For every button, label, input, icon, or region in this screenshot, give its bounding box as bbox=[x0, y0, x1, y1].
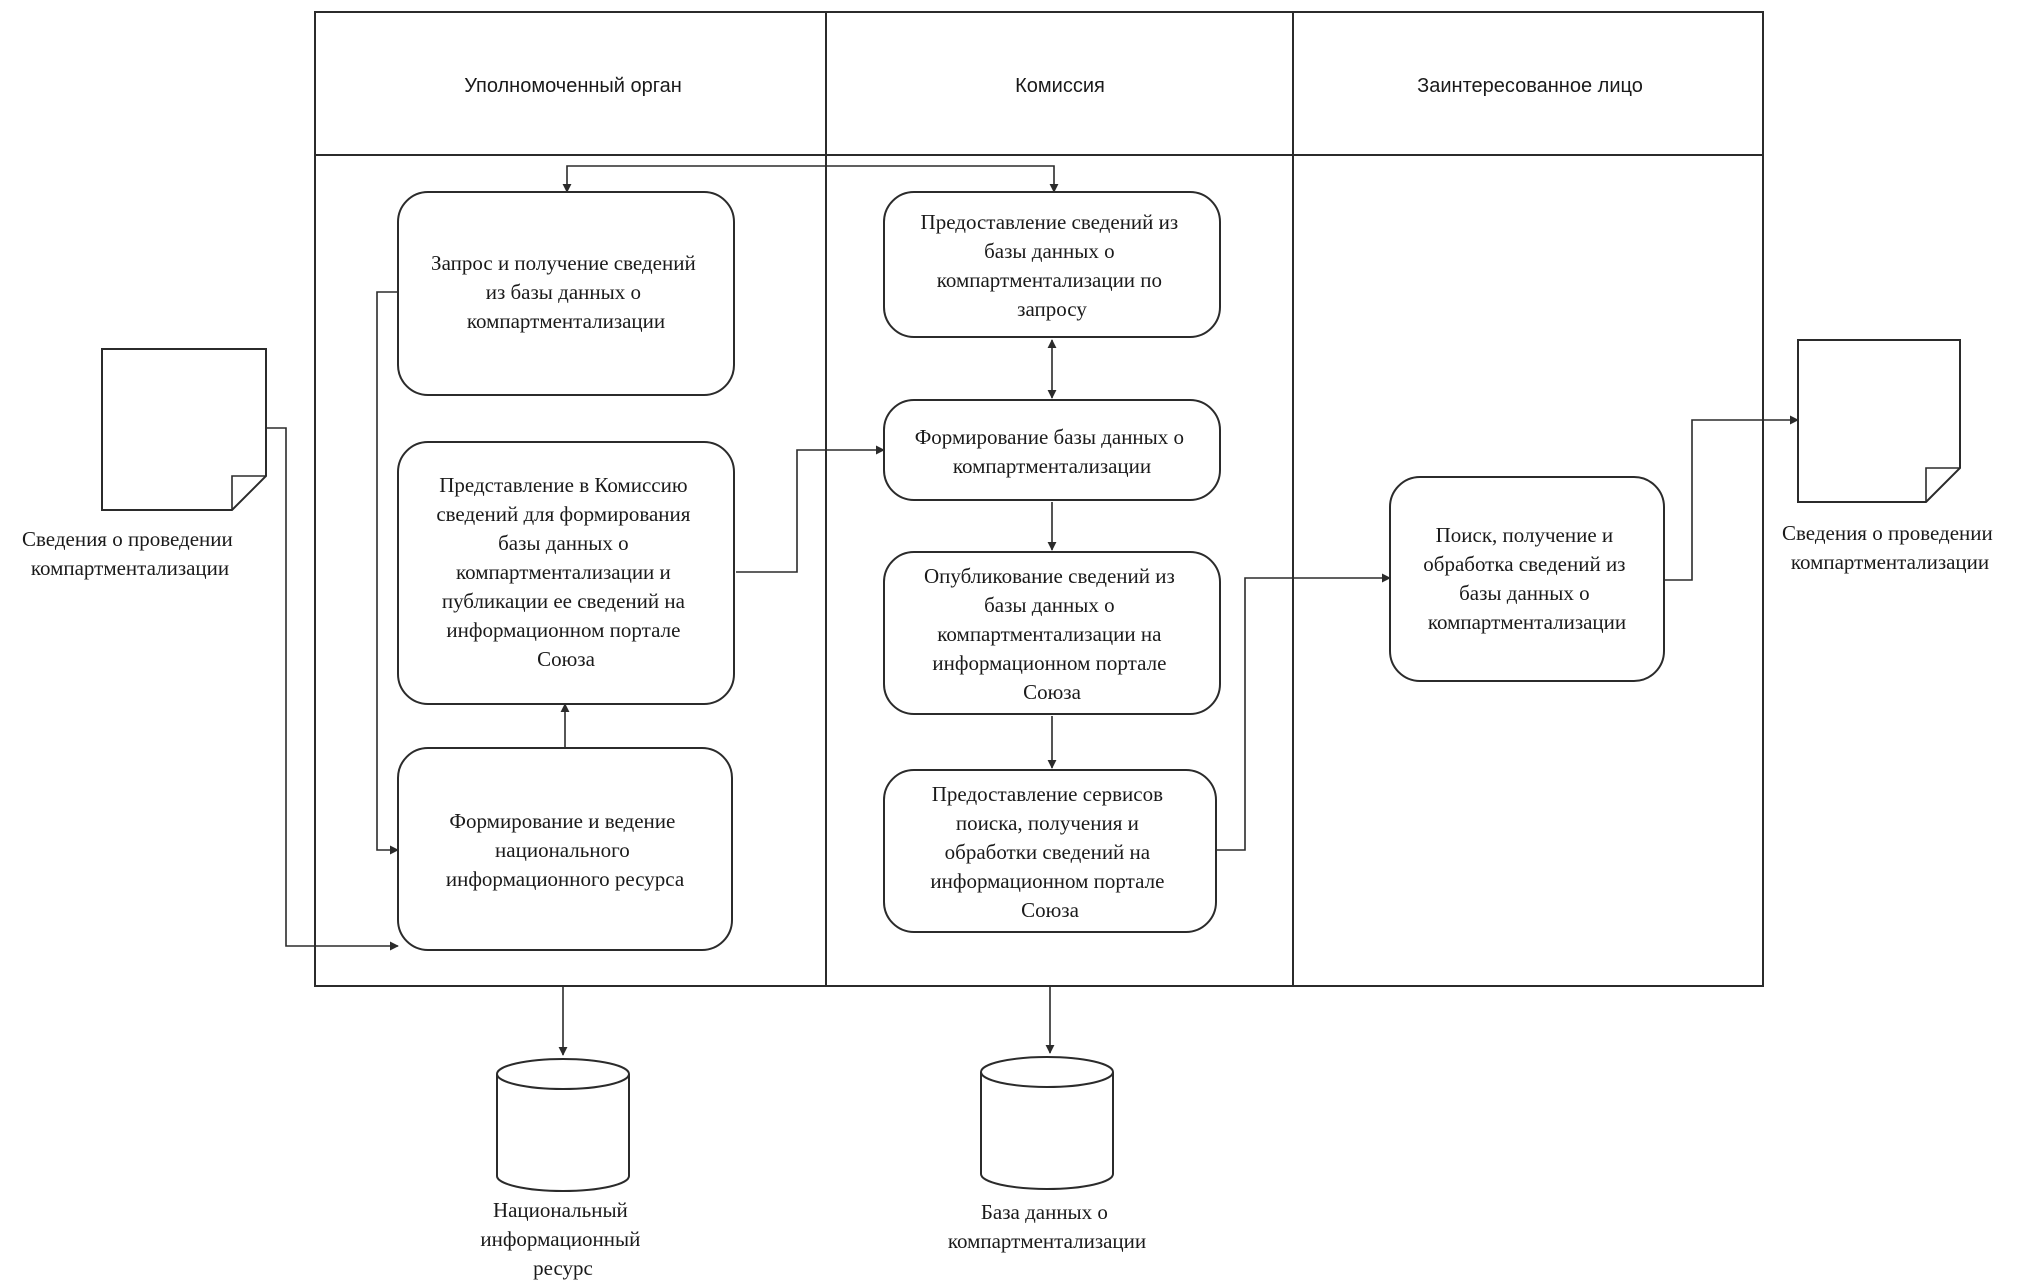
connector-services-search bbox=[1216, 573, 1391, 851]
database-icon bbox=[980, 1072, 1114, 1190]
svg-text:Предоставление сервисов: Предоставление сервисов поиска, получени… bbox=[930, 782, 1169, 922]
lane-header-commission: Комиссия bbox=[1015, 75, 1105, 97]
swimlane-frame bbox=[314, 11, 1764, 987]
process-node-provide-services[interactable]: Предоставление сервисов поиска, получени… bbox=[883, 769, 1217, 933]
svg-text:Формирование базы данных о: Формирование базы данных о компартментал… bbox=[915, 425, 1190, 478]
connectors bbox=[266, 165, 1799, 1056]
process-node-national-resource[interactable]: Формирование и ведение национального инф… bbox=[397, 747, 733, 951]
connector-search-doc bbox=[1664, 415, 1799, 581]
document-input: Сведения о проведении компартментализаци… bbox=[22, 348, 267, 580]
svg-text:Опубликование сведений из: Опубликование сведений из базы данных о … bbox=[924, 564, 1180, 704]
process-node-provide-on-request[interactable]: Предоставление сведений из базы данных о… bbox=[883, 191, 1221, 338]
pool-border bbox=[314, 11, 1764, 987]
process-node-search-info[interactable]: Поиск, получение и обработка сведений из… bbox=[1389, 476, 1665, 682]
connector-doc-resource bbox=[266, 427, 399, 951]
lane-header-interested-party: Заинтересованное лицо bbox=[1417, 75, 1643, 97]
svg-text:Формирование и ведение н: Формирование и ведение национального инф… bbox=[446, 809, 685, 891]
connector-request-provide bbox=[562, 165, 1059, 193]
document-icon bbox=[1797, 339, 1961, 503]
connector-submit-form bbox=[736, 445, 885, 573]
document-input-label: Сведения о проведении компартментализаци… bbox=[22, 527, 238, 580]
lane-header-authority: Уполномоченный орган bbox=[464, 75, 682, 97]
process-node-submit-to-commission[interactable]: Представление в Комиссию сведений для фо… bbox=[397, 441, 735, 705]
process-node-publish-info[interactable]: Опубликование сведений из базы данных о … bbox=[883, 551, 1221, 715]
database-compartmentalization: База данных о компартментализации bbox=[948, 1056, 1146, 1253]
document-output-label: Сведения о проведении компартментализаци… bbox=[1782, 521, 1998, 574]
document-output: Сведения о проведении компартментализаци… bbox=[1782, 339, 1998, 574]
connector-request-resource bbox=[376, 291, 399, 855]
database-national-resource: Национальный информационный ресурс bbox=[480, 1058, 645, 1280]
database-compartment-label: База данных о компартментализации bbox=[948, 1200, 1146, 1253]
database-national-label: Национальный информационный ресурс bbox=[480, 1198, 645, 1280]
svg-text:Представление в Комиссию: Представление в Комиссию сведений для фо… bbox=[436, 473, 695, 671]
database-icon bbox=[496, 1074, 630, 1192]
document-icon bbox=[101, 348, 267, 511]
svg-text:Поиск, получение и обраб: Поиск, получение и обработка сведений из… bbox=[1423, 523, 1630, 634]
svg-text:Запрос и получение сведений: Запрос и получение сведений из базы данн… bbox=[431, 251, 701, 333]
svg-text:Предоставление сведений из: Предоставление сведений из базы данных о… bbox=[921, 210, 1184, 321]
process-node-request-info[interactable]: Запрос и получение сведений из базы данн… bbox=[397, 191, 735, 396]
process-node-form-database[interactable]: Формирование базы данных о компартментал… bbox=[883, 399, 1221, 501]
